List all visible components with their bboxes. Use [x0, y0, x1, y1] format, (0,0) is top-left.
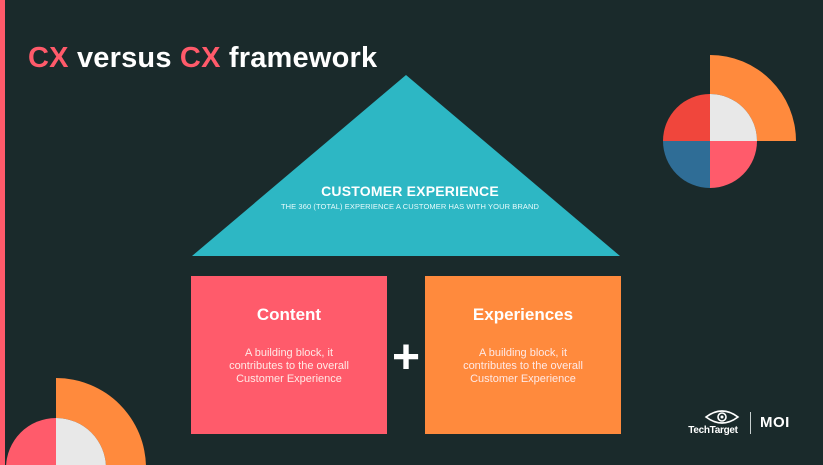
slide-title: CX versus CX framework [28, 42, 377, 75]
roof-triangle [192, 75, 620, 256]
techtarget-logo: TechTarget [688, 425, 738, 436]
accent-bar [0, 0, 5, 465]
experiences-block-title: Experiences [472, 305, 574, 324]
roof-subtitle: THE 360 (TOTAL) EXPERIENCE A CUSTOMER HA… [280, 202, 540, 211]
experiences-block: Experiences A building block, it contrib… [425, 276, 621, 434]
experiences-block-description: A building block, it contributes to the … [463, 347, 583, 385]
logo-divider [750, 412, 751, 434]
moi-logo: MOI [760, 414, 790, 431]
title-cx-2: CX [179, 42, 221, 74]
title-framework: framework [220, 42, 378, 74]
plus-operator: + [391, 331, 421, 384]
decor-circle-top-right [663, 55, 796, 188]
content-block: Content A building block, it contributes… [191, 276, 387, 434]
title-versus: versus [68, 42, 180, 74]
content-block-title: Content [256, 305, 322, 324]
techtarget-eye-icon [704, 410, 740, 424]
decor-circle-bottom-left [6, 378, 146, 465]
roof-title: CUSTOMER EXPERIENCE [321, 183, 499, 199]
content-block-description: A building block, it contributes to the … [229, 347, 349, 385]
title-cx-1: CX [28, 42, 69, 74]
